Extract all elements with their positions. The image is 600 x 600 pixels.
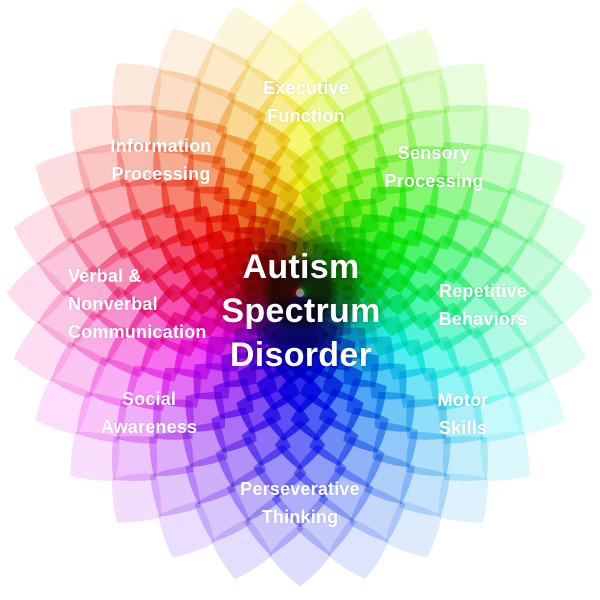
label-verbal-nonverbal-communication: Verbal & Nonverbal Communication	[68, 262, 207, 346]
label-line: Skills	[438, 418, 488, 438]
label-line: Thinking	[261, 507, 339, 527]
petal-group	[6, 0, 594, 587]
petal	[480, 105, 530, 155]
label-line: Repetitive	[438, 281, 528, 301]
label-line: Behaviors	[438, 309, 528, 329]
label-line: Executive	[263, 78, 349, 98]
petal	[406, 431, 451, 477]
center-vortex	[240, 233, 360, 353]
label-line: Communication	[68, 322, 207, 342]
petal	[442, 435, 489, 482]
petal	[116, 142, 162, 187]
label-line: Information	[110, 136, 212, 156]
petal	[112, 473, 162, 523]
label-information-processing: Information Processing	[110, 132, 211, 188]
label-line: Awareness	[100, 417, 198, 437]
label-line: Social	[121, 389, 177, 409]
petal	[406, 109, 451, 155]
title-line: Disorder	[229, 336, 373, 374]
petal	[442, 104, 489, 151]
label-sensory-processing: Sensory Processing	[384, 139, 483, 195]
label-line: Function	[267, 106, 345, 126]
petal	[438, 142, 484, 187]
label-motor-skills: Motor Skills	[438, 386, 489, 442]
label-line: Motor	[437, 390, 489, 410]
title-line: Spectrum	[221, 292, 381, 330]
label-line: Sensory	[397, 143, 471, 163]
petal	[70, 105, 120, 155]
label-line: Nonverbal	[68, 294, 158, 314]
label-social-awareness: Social Awareness	[101, 385, 198, 441]
label-repetitive-behaviors: Repetitive Behaviors	[439, 277, 528, 333]
petal	[149, 431, 194, 477]
petal	[111, 435, 158, 482]
petal	[438, 63, 488, 113]
label-line: Perseverative	[240, 479, 360, 499]
label-perseverative-thinking: Perseverative Thinking	[240, 475, 360, 531]
label-line: Processing	[111, 164, 211, 184]
petal	[116, 399, 162, 444]
petal	[438, 473, 488, 523]
petal	[70, 431, 120, 481]
petal	[438, 399, 484, 444]
petal	[111, 104, 158, 151]
petal	[112, 63, 162, 113]
label-line: Verbal &	[68, 266, 142, 286]
title-line: Autism	[242, 248, 360, 286]
petal	[480, 431, 530, 481]
petal	[149, 109, 194, 155]
label-executive-function: Executive Function	[263, 74, 349, 130]
label-line: Processing	[384, 171, 484, 191]
center-title: Autism Spectrum Disorder	[221, 245, 380, 377]
